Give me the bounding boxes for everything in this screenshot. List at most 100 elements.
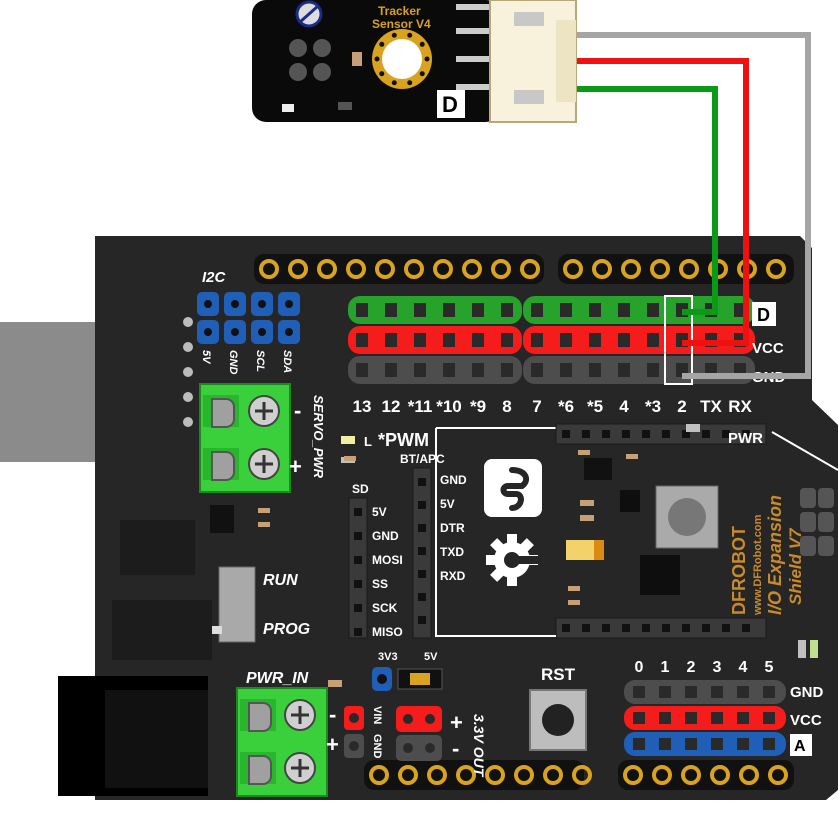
- pwr-led-label: PWR: [728, 430, 763, 447]
- pwr-led: [686, 424, 700, 432]
- smd-components: [258, 450, 638, 605]
- analog-pin-label-5: 5: [765, 659, 774, 676]
- analog-pin-label-1: 1: [661, 659, 670, 676]
- power-input-minus: -: [329, 702, 336, 727]
- bottom-left-pad-0: [369, 765, 389, 785]
- sd-label-ss: SS: [372, 577, 388, 591]
- rail-label-vcc: VCC: [752, 340, 784, 357]
- reset-label: RST: [541, 665, 576, 684]
- module-outline: [435, 428, 556, 637]
- power-input-plus: +: [326, 732, 339, 757]
- digital-pin-label-8: 8: [502, 397, 511, 416]
- digital-pin-label-2: 2: [677, 397, 686, 416]
- voltage-3v3-label: 3V3: [378, 651, 398, 663]
- digital-left-row-0: [348, 296, 522, 324]
- digital-pin-label-13: 13: [353, 397, 372, 416]
- digital-right-row-0: [523, 296, 755, 324]
- digital-pin-label-pwm-11: *11: [408, 397, 433, 416]
- wire-vcc: [576, 58, 749, 346]
- ic-chip: [584, 458, 612, 480]
- bottom-header-right-pads: [623, 765, 788, 785]
- sensor-connector: [456, 0, 577, 123]
- sd-label-sck: SCK: [372, 601, 398, 615]
- usb-led: [183, 392, 193, 402]
- servo-minus: -: [294, 398, 301, 423]
- digital-pin-label-pwm-6: *6: [558, 397, 574, 416]
- analog-row-2: [624, 732, 786, 756]
- side-pin: [818, 536, 834, 556]
- brand-name: DFROBOT: [729, 526, 749, 615]
- servo-terminal-screws: [203, 395, 280, 481]
- run-prog-switch: [218, 566, 256, 643]
- digital-pin-label-rx: RX: [728, 397, 752, 416]
- module-socket-top: [555, 423, 767, 445]
- sd-label-miso: MISO: [372, 625, 403, 639]
- bottom-left-pad-7: [572, 765, 592, 785]
- i2c-label-sda: SDA: [281, 350, 293, 373]
- power-terminal-screws: [240, 699, 316, 785]
- l-led-label: L: [364, 434, 372, 449]
- module-socket-bottom: [555, 617, 767, 639]
- sd-header: [348, 497, 368, 639]
- wire-signal: [576, 86, 718, 315]
- bottom-right-pad-0: [623, 765, 643, 785]
- bt-label-5v: 5V: [440, 497, 455, 511]
- sensor-signal-letter: D: [442, 92, 458, 117]
- bottom-right-pad-3: [710, 765, 730, 785]
- out33-minus: -: [452, 736, 459, 761]
- pwm-note: *PWM: [378, 430, 429, 450]
- digital-pin-label-pwm-9: *9: [470, 397, 486, 416]
- analog-pin-label-0: 0: [635, 659, 644, 676]
- top-right-pad-3: [650, 259, 670, 279]
- top-right-pad-0: [563, 259, 583, 279]
- usb-led: [183, 317, 193, 327]
- gear-icon: [486, 534, 538, 586]
- sensor-ring-dots: [374, 32, 430, 86]
- bt-header-holes: [418, 478, 426, 624]
- out33-plus: +: [450, 710, 463, 735]
- top-left-pad-7: [462, 259, 482, 279]
- vin-label: VIN: [371, 706, 383, 724]
- top-left-pad-5: [404, 259, 424, 279]
- side-pin: [800, 488, 816, 508]
- usb-led: [183, 417, 193, 427]
- board-name: I/O Expansion: [765, 495, 785, 615]
- sensor-name-line2: Sensor V4: [372, 17, 431, 31]
- sd-label-mosi: MOSI: [372, 553, 403, 567]
- dfrobot-logo-mark: [500, 467, 530, 511]
- analog-pin-label-4: 4: [739, 659, 748, 676]
- usb-led: [183, 342, 193, 352]
- top-right-pad-4: [679, 259, 699, 279]
- top-left-pad-9: [520, 259, 540, 279]
- l-led: [341, 436, 355, 444]
- bottom-right-pad-4: [739, 765, 759, 785]
- bottom-left-pad-4: [485, 765, 505, 785]
- analog-rail-a: A: [794, 738, 806, 755]
- sd-label-gnd: GND: [372, 529, 399, 543]
- digital-pin-label-12: 12: [382, 397, 401, 416]
- bt-label-txd: TXD: [440, 545, 464, 559]
- top-left-pad-0: [259, 259, 279, 279]
- sd-title: SD: [352, 482, 369, 496]
- digital-pin-label-7: 7: [532, 397, 541, 416]
- digital-right-row-1: [523, 326, 755, 354]
- top-left-pad-1: [288, 259, 308, 279]
- bottom-left-pad-2: [427, 765, 447, 785]
- bottom-right-pad-1: [652, 765, 672, 785]
- i2c-label-scl: SCL: [254, 350, 266, 372]
- top-left-pad-2: [317, 259, 337, 279]
- side-pin: [818, 488, 834, 508]
- digital-pin-label-pwm-5: *5: [587, 397, 603, 416]
- bt-label-rxd: RXD: [440, 569, 466, 583]
- i2c-label-gnd: GND: [227, 350, 239, 375]
- top-left-pad-3: [346, 259, 366, 279]
- brand-site: www.DFRobot.com: [752, 514, 764, 616]
- bt-title: BT/APC: [400, 452, 445, 466]
- out33-label: 3.3V OUT: [471, 714, 487, 778]
- bottom-header-left-pads: [369, 765, 592, 785]
